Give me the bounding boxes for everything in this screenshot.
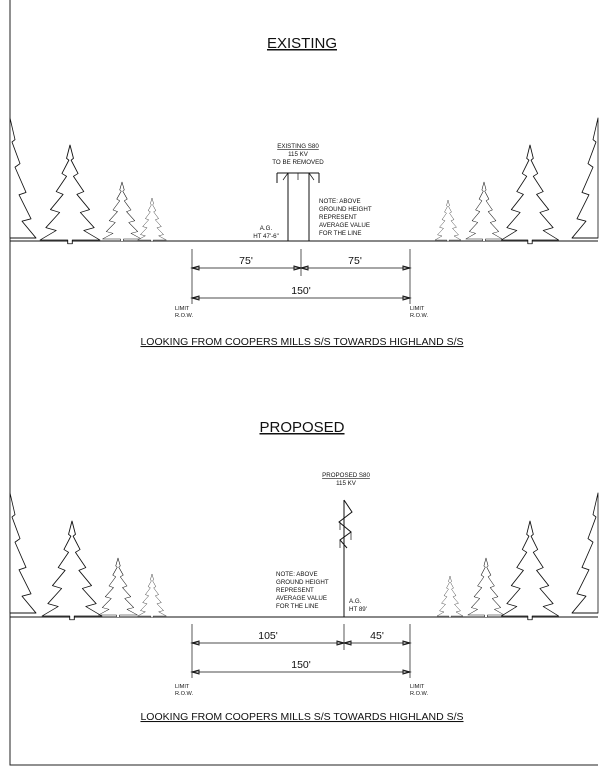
tree-icon (41, 520, 103, 621)
proposed-height-label: HT 89' (349, 606, 367, 613)
existing-left-trees (9, 117, 167, 245)
proposed-structure-label: PROPOSED S80 (322, 472, 370, 479)
tree-icon (571, 492, 599, 614)
existing-dimensions (190, 249, 412, 304)
proposed-row-left: R.O.W. (175, 691, 193, 697)
existing-dim-left: 75' (239, 255, 253, 267)
proposed-heading: PROPOSED (259, 419, 344, 436)
proposed-voltage: 115 KV (336, 480, 357, 487)
tree-icon (500, 520, 560, 621)
page-border (9, 0, 598, 766)
tree-icon (500, 144, 560, 245)
tree-icon (465, 181, 503, 242)
tree-icon (9, 117, 37, 239)
proposed-note: NOTE: ABOVE GROUND HEIGHT REPRESENT AVER… (276, 571, 329, 610)
note-line: FOR THE LINE (276, 603, 319, 610)
tree-icon (571, 117, 599, 239)
proposed-dim-total: 150' (291, 659, 311, 671)
tree-icon (434, 199, 462, 242)
existing-height-label: HT 47'-6" (253, 233, 279, 240)
note-line: GROUND HEIGHT (276, 579, 329, 586)
existing-caption: LOOKING FROM COOPERS MILLS S/S TOWARDS H… (140, 336, 463, 348)
tree-icon (9, 492, 37, 614)
proposed-dim-right: 45' (370, 630, 384, 642)
proposed-dimensions (190, 624, 412, 678)
note-line: FOR THE LINE (319, 230, 362, 237)
proposed-limit-right: LIMIT (410, 684, 425, 690)
proposed-row-right: R.O.W. (410, 691, 428, 697)
existing-dim-total: 150' (291, 285, 311, 297)
tree-icon (102, 181, 142, 242)
proposed-left-trees (9, 492, 167, 621)
note-line: NOTE: ABOVE (319, 198, 361, 205)
note-line: REPRESENT (319, 214, 357, 221)
existing-note: NOTE: ABOVE GROUND HEIGHT REPRESENT AVER… (319, 198, 372, 237)
tree-icon (137, 197, 167, 242)
existing-voltage: 115 KV (288, 151, 309, 158)
tree-icon (137, 573, 167, 618)
proposed-dim-left: 105' (258, 630, 278, 642)
existing-row-left: R.O.W. (175, 313, 193, 319)
existing-ag-label: A.G. (260, 225, 273, 232)
tree-icon (39, 144, 101, 245)
tree-icon (436, 575, 464, 618)
proposed-right-trees (436, 492, 599, 621)
note-line: REPRESENT (276, 587, 314, 594)
proposed-ag-label: A.G. (349, 598, 362, 605)
existing-structure-label: EXISTING S80 (277, 143, 319, 150)
note-line: AVERAGE VALUE (319, 222, 370, 229)
existing-right-trees (434, 117, 599, 245)
existing-heading: EXISTING (267, 35, 337, 52)
existing-removal-note: TO BE REMOVED (272, 159, 324, 166)
note-line: NOTE: ABOVE (276, 571, 318, 578)
existing-row-right: R.O.W. (410, 313, 428, 319)
note-line: AVERAGE VALUE (276, 595, 327, 602)
note-line: GROUND HEIGHT (319, 206, 372, 213)
existing-limit-right: LIMIT (410, 306, 425, 312)
proposed-limit-left: LIMIT (175, 684, 190, 690)
existing-section: EXISTING EXISTING S80 (9, 35, 599, 348)
proposed-caption: LOOKING FROM COOPERS MILLS S/S TOWARDS H… (140, 711, 463, 723)
existing-dim-right: 75' (348, 255, 362, 267)
tree-icon (98, 557, 138, 618)
existing-limit-left: LIMIT (175, 306, 190, 312)
proposed-monopole-structure (338, 499, 353, 617)
proposed-section: PROPOSED PROPOSED S80 115 KV (9, 419, 599, 723)
tree-icon (467, 557, 505, 618)
existing-h-frame-structure (276, 172, 320, 241)
